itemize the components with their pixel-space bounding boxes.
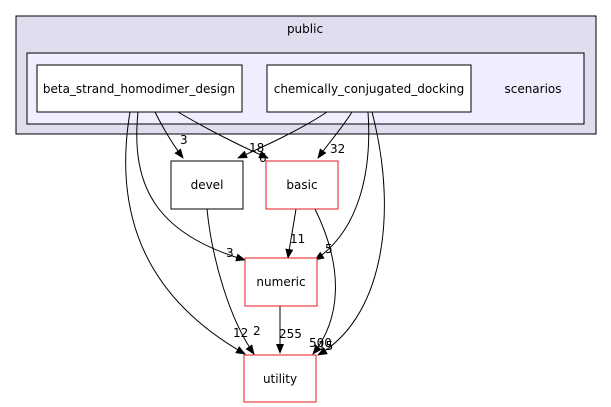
- node-beta-label: beta_strand_homodimer_design: [43, 82, 235, 96]
- edge-label-chem-basic: 32: [330, 142, 345, 156]
- node-numeric-label: numeric: [256, 275, 305, 289]
- edge-label-chem-utility: 15: [318, 339, 333, 353]
- node-beta-strand-homodimer-design[interactable]: beta_strand_homodimer_design: [36, 64, 243, 113]
- edge-label-basic-utility: 500: [309, 336, 332, 350]
- edge-labels: 3 18 6 32 3 5 11 12 2 255 500 15: [180, 133, 345, 353]
- edge-label-devel-utility: 2: [253, 324, 261, 338]
- edge-beta-devel: [154, 111, 184, 159]
- edge-label-beta-basic: 18: [249, 141, 264, 155]
- edge-chem-devel: [237, 111, 328, 159]
- cluster-public-label: public: [287, 22, 323, 36]
- edge-label-numeric-utility: 255: [279, 327, 302, 341]
- node-basic[interactable]: basic: [265, 160, 339, 210]
- edge-label-beta-devel: 3: [180, 133, 188, 147]
- edges: [125, 111, 385, 356]
- edge-basic-numeric: [285, 208, 297, 259]
- edge-label-basic-numeric: 11: [290, 232, 305, 246]
- node-numeric[interactable]: numeric: [244, 257, 318, 307]
- node-chemically-conjugated-docking[interactable]: chemically_conjugated_docking: [266, 64, 472, 113]
- node-basic-label: basic: [286, 178, 317, 192]
- edge-label-chem-devel: 6: [259, 151, 267, 165]
- edge-label-beta-utility: 12: [233, 326, 248, 340]
- edge-chem-basic: [317, 111, 353, 159]
- edge-beta-basic: [177, 111, 269, 159]
- edge-label-chem-numeric: 5: [325, 242, 333, 256]
- edge-devel-utility: [206, 208, 255, 355]
- node-utility-label: utility: [263, 372, 297, 386]
- node-devel-label: devel: [191, 178, 224, 192]
- edge-beta-numeric: [136, 111, 246, 262]
- node-devel[interactable]: devel: [170, 160, 244, 210]
- edge-label-beta-numeric: 3: [226, 246, 234, 260]
- edge-beta-utility: [125, 111, 246, 355]
- edge-chem-utility: [317, 111, 385, 356]
- edge-basic-utility: [312, 208, 336, 355]
- node-utility[interactable]: utility: [243, 354, 317, 403]
- cluster-scenarios-label: scenarios: [504, 82, 561, 96]
- node-chem-label: chemically_conjugated_docking: [274, 82, 465, 96]
